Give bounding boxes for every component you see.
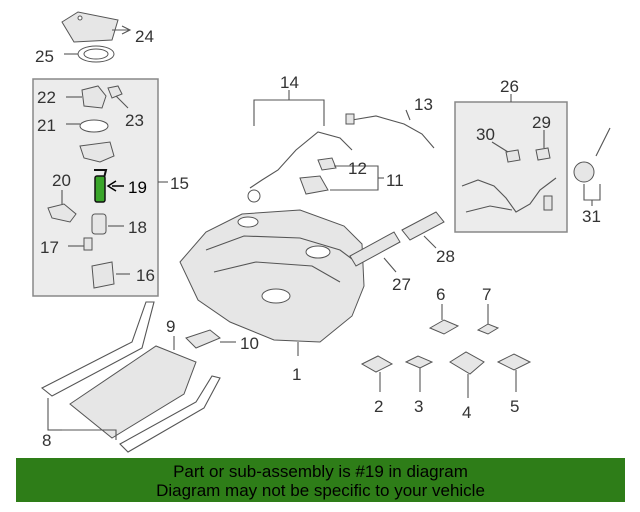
part-1-fuel-tank[interactable] [179,209,365,343]
part-21-oring[interactable] [79,119,109,133]
part-31-cap[interactable] [573,127,611,183]
part-6-pad[interactable] [428,319,460,335]
callout-5[interactable]: 5 [510,397,519,416]
part-9-shield[interactable] [69,345,197,439]
callout-12[interactable]: 12 [348,159,367,178]
callout-18[interactable]: 18 [128,218,147,237]
callout-1[interactable]: 1 [292,365,301,384]
callout-23[interactable]: 23 [125,111,144,130]
callout-31[interactable]: 31 [582,207,601,226]
part-18-valve[interactable] [91,213,107,235]
callout-27[interactable]: 27 [392,275,411,294]
part-7-pad[interactable] [476,323,500,335]
callout-29[interactable]: 29 [532,113,551,132]
part-13-harness[interactable] [345,113,435,149]
part-24-cover[interactable] [61,11,119,43]
part-29-clip[interactable] [535,147,551,161]
callout-7[interactable]: 7 [482,285,491,304]
callout-10[interactable]: 10 [240,334,259,353]
info-banner: Part or sub-assembly is #19 in diagram D… [16,458,625,502]
part-30-clip[interactable] [505,149,521,163]
part-12-clip[interactable] [317,157,337,171]
callout-11[interactable]: 11 [386,171,404,190]
banner-line-1: Part or sub-assembly is #19 in diagram [173,462,468,481]
part-11-valve[interactable] [299,175,329,195]
part-27-pipe[interactable] [349,231,401,267]
filler-neck-assembly [461,177,557,213]
callout-22[interactable]: 22 [37,88,56,107]
callout-24[interactable]: 24 [135,27,154,46]
callout-9[interactable]: 9 [166,317,175,336]
part-20-connector[interactable] [47,203,77,223]
part-4-pad[interactable] [449,351,485,375]
part-17-check-valve[interactable] [83,237,93,251]
callout-8[interactable]: 8 [42,431,51,450]
callout-28[interactable]: 28 [436,247,455,266]
callout-30[interactable]: 30 [476,125,495,144]
part-16-strainer[interactable] [91,261,115,289]
callout-14[interactable]: 14 [280,73,299,92]
callout-26[interactable]: 26 [500,77,519,96]
callout-13[interactable]: 13 [414,95,433,114]
callout-3[interactable]: 3 [414,397,423,416]
callout-25[interactable]: 25 [35,47,54,66]
part-8-strap[interactable] [40,301,221,453]
pump-flange [79,141,115,163]
part-23-clip[interactable] [107,85,123,99]
part-28-hose[interactable] [401,211,445,241]
callout-4[interactable]: 4 [462,403,471,422]
part-19-highlighted[interactable] [94,169,108,203]
callout-21[interactable]: 21 [37,116,56,135]
callout-19[interactable]: 19 [128,178,147,197]
part-5-pad[interactable] [496,353,532,371]
callout-6[interactable]: 6 [436,285,445,304]
part-14-vapor-hose[interactable] [247,131,353,203]
parts-diagram: 24 25 22 23 21 19 20 18 [32,11,611,453]
part-2-pad[interactable] [360,355,394,373]
callout-2[interactable]: 2 [374,397,383,416]
part-22-sender[interactable] [81,85,107,109]
part-25-gasket[interactable] [77,45,115,63]
callout-15[interactable]: 15 [170,174,189,193]
callout-17[interactable]: 17 [40,238,59,257]
callout-20[interactable]: 20 [52,171,71,190]
banner-line-2: Diagram may not be specific to your vehi… [156,481,485,500]
part-3-pad[interactable] [404,355,434,369]
callout-16[interactable]: 16 [136,266,155,285]
part-10-pad[interactable] [185,329,221,349]
